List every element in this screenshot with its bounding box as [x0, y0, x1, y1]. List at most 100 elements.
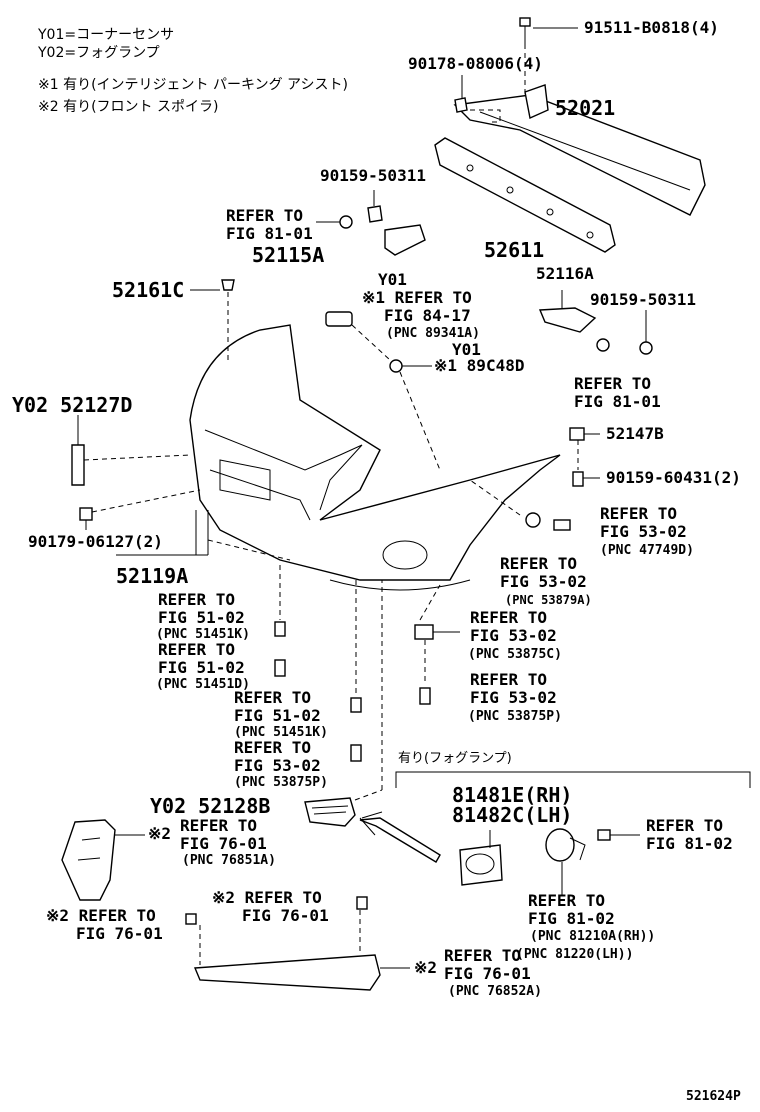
refer-5302-e-line2[interactable]: FIG 53-02	[234, 756, 321, 775]
nut-90179[interactable]	[79, 507, 93, 521]
label-89C48D[interactable]: ※1 89C48D	[434, 356, 525, 375]
refer-7601-c-line1: ※2 REFER TO	[46, 906, 156, 925]
screw-90159-60431[interactable]	[572, 471, 584, 487]
refer-5302-b-line2[interactable]: FIG 53-02	[500, 572, 587, 591]
label-81481E[interactable]: 81481E(RH)	[452, 783, 573, 807]
label-52115A[interactable]: 52115A	[252, 243, 325, 267]
label-52147B[interactable]: 52147B	[606, 424, 664, 443]
label-52021[interactable]: 52021	[555, 96, 616, 120]
retainer-52116A[interactable]	[538, 307, 597, 333]
refer-8101-a-line1: REFER TO	[226, 206, 304, 225]
energy-absorber-52611[interactable]	[434, 137, 616, 253]
refer-7601-b-line2[interactable]: FIG 76-01	[242, 906, 329, 925]
refer-7601-d-note: ※2	[414, 958, 438, 977]
label-52128B[interactable]: Y02 52128B	[150, 794, 271, 818]
refer-7601-b-line1: ※2 REFER TO	[212, 888, 322, 907]
fog-group-label: 有り(フォグランプ)	[398, 751, 512, 766]
refer-5302-a-line2[interactable]: FIG 53-02	[600, 522, 687, 541]
clip-90159-a[interactable]	[367, 205, 383, 223]
fog-lamp-81210A[interactable]	[545, 828, 586, 862]
retainer-52147B[interactable]	[569, 427, 585, 441]
refer-8417-line2[interactable]: FIG 84-17	[384, 306, 471, 325]
refer-8102-a-line1: REFER TO	[646, 816, 724, 835]
refer-5302-a-line1: REFER TO	[600, 504, 678, 523]
label-52611[interactable]: 52611	[484, 238, 545, 262]
bracket-52127D[interactable]	[71, 444, 85, 486]
refer-8417-line1: ※1 REFER TO	[362, 288, 472, 307]
refer-8102-b-line4: (PNC 81220(LH))	[516, 947, 634, 962]
refer-5102-c-line2[interactable]: FIG 51-02	[234, 706, 321, 725]
clip-51451K-a[interactable]	[274, 621, 286, 637]
refer-5302-b-line3: (PNC 53879A)	[505, 593, 592, 607]
label-90159-a[interactable]: 90159-50311	[320, 166, 426, 185]
clip-spoiler-b[interactable]	[356, 896, 368, 910]
front-spoiler-76852A[interactable]	[193, 954, 381, 991]
corner-sensor-89341A[interactable]	[325, 311, 353, 327]
refer-8102-b-line2[interactable]: FIG 81-02	[528, 909, 615, 928]
refer-8417-line3: (PNC 89341A)	[386, 326, 480, 341]
nut-90178[interactable]	[454, 97, 468, 113]
clip-spoiler-a[interactable]	[185, 913, 197, 925]
label-52116A[interactable]: 52116A	[536, 264, 594, 283]
label-90178[interactable]: 90178-08006(4)	[408, 54, 543, 73]
refer-8101-b-line2[interactable]: FIG 81-01	[574, 392, 661, 411]
bolt-91511[interactable]	[519, 17, 531, 44]
refer-5102-b-line1: REFER TO	[158, 640, 236, 659]
refer-8102-a-line2[interactable]: FIG 81-02	[646, 834, 733, 853]
refer-5102-b-line2[interactable]: FIG 51-02	[158, 658, 245, 677]
legend-note2: ※2 有り(フロント スポイラ)	[38, 99, 219, 115]
refer-5102-b-line3: (PNC 51451D)	[156, 677, 250, 692]
nut-53875C[interactable]	[414, 624, 434, 640]
bumper-reinforcement-52021[interactable]	[453, 84, 706, 216]
refer-7601-a-line2[interactable]: FIG 76-01	[180, 834, 267, 853]
clip-refer-8101-a[interactable]	[339, 215, 353, 229]
refer-8102-b-line1: REFER TO	[528, 891, 606, 910]
label-81482C[interactable]: 81482C(LH)	[452, 803, 573, 827]
label-y01-b: Y01	[452, 340, 481, 359]
label-90179[interactable]: 90179-06127(2)	[28, 532, 163, 551]
figure-id: 521624P	[686, 1089, 741, 1104]
refer-5302-c-line3: (PNC 53875C)	[468, 647, 562, 662]
label-90159-60431[interactable]: 90159-60431(2)	[606, 468, 741, 487]
label-91511[interactable]: 91511-B0818(4)	[584, 18, 719, 37]
refer-5302-c-line2[interactable]: FIG 53-02	[470, 626, 557, 645]
refer-5302-e-line1: REFER TO	[234, 738, 312, 757]
screw-51451D[interactable]	[274, 659, 286, 677]
bumper-cover[interactable]	[189, 324, 561, 591]
label-52127D[interactable]: Y02 52127D	[12, 393, 133, 417]
side-spoiler-76851A[interactable]	[61, 819, 116, 901]
refer-8102-b-line3: (PNC 81210A(RH))	[530, 929, 656, 944]
label-y01-a: Y01	[378, 270, 407, 289]
refer-7601-d-line1: REFER TO	[444, 946, 522, 965]
clip-51451K-b[interactable]	[350, 697, 362, 713]
refer-5302-d-line2[interactable]: FIG 53-02	[470, 688, 557, 707]
screw-47749D[interactable]	[553, 519, 571, 531]
screw-53875P-b[interactable]	[350, 744, 362, 762]
fog-cover-52128B[interactable]	[304, 797, 356, 827]
refer-7601-c-line2[interactable]: FIG 76-01	[76, 924, 163, 943]
refer-7601-a-note: ※2	[148, 824, 172, 843]
refer-8101-b-line1: REFER TO	[574, 374, 652, 393]
refer-5302-c-line1: REFER TO	[470, 608, 548, 627]
refer-8101-a-line2[interactable]: FIG 81-01	[226, 224, 313, 243]
sensor-retainer-89C48D[interactable]	[389, 359, 403, 373]
legend-y02: Y02=フォグランプ	[38, 45, 160, 61]
fog-lamp-bezel[interactable]	[459, 844, 503, 886]
label-90159-b[interactable]: 90159-50311	[590, 290, 696, 309]
label-52119A[interactable]: 52119A	[116, 564, 189, 588]
refer-7601-d-line2[interactable]: FIG 76-01	[444, 964, 531, 983]
label-52161C[interactable]: 52161C	[112, 278, 185, 302]
refer-5302-d-line1: REFER TO	[470, 670, 548, 689]
refer-5302-d-line3: (PNC 53875P)	[468, 709, 562, 724]
screw-53875P-a[interactable]	[419, 687, 431, 705]
refer-5302-e-line3: (PNC 53875P)	[234, 775, 328, 790]
clip-53879A[interactable]	[525, 512, 541, 528]
clip-90159-b[interactable]	[639, 341, 653, 355]
screw-refer-8102[interactable]	[597, 829, 611, 841]
fastener-52161C[interactable]	[221, 279, 235, 291]
retainer-52115A[interactable]	[384, 224, 426, 256]
legend-note1: ※1 有り(インテリジェント パーキング アシスト)	[38, 77, 348, 93]
clip-refer-8101-b[interactable]	[596, 338, 610, 352]
refer-5102-a-line2[interactable]: FIG 51-02	[158, 608, 245, 627]
